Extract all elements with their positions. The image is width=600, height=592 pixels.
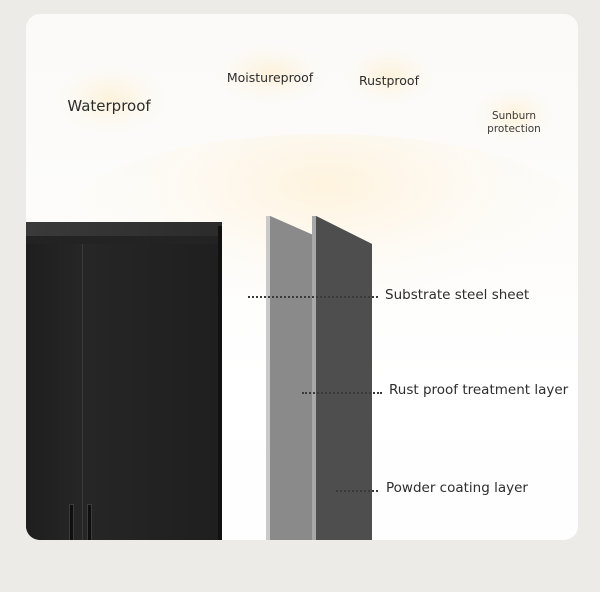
cabinet-handle-left	[69, 504, 74, 540]
feature-rustproof: Rustproof	[359, 73, 419, 88]
cabinet-top	[26, 222, 222, 238]
rust-proof-leader-line	[302, 392, 382, 394]
cabinet-right-door	[83, 244, 218, 540]
cabinet-left-door	[26, 244, 83, 540]
feature-sunburn-protection: Sunburn protection	[487, 110, 541, 136]
feature-waterproof: Waterproof	[67, 97, 151, 115]
cabinet-handle-right	[87, 504, 92, 540]
moistureproof-glow	[216, 44, 326, 104]
sunburn-glow	[474, 88, 554, 143]
powder-coating-leader-line	[336, 490, 378, 492]
layer-label-powder-coating: Powder coating layer	[386, 480, 528, 496]
rustproof-glow	[344, 46, 434, 106]
layer-label-rust-proof: Rust proof treatment layer	[389, 382, 569, 398]
layer-label-substrate: Substrate steel sheet	[385, 287, 530, 303]
substrate-leader-line	[248, 296, 378, 298]
cabinet-side-edge	[218, 226, 222, 540]
waterproof-glow	[56, 64, 166, 134]
feature-moistureproof: Moistureproof	[226, 70, 314, 85]
product-feature-card: Waterproof Moistureproof Rustproof Sunbu…	[26, 14, 578, 540]
